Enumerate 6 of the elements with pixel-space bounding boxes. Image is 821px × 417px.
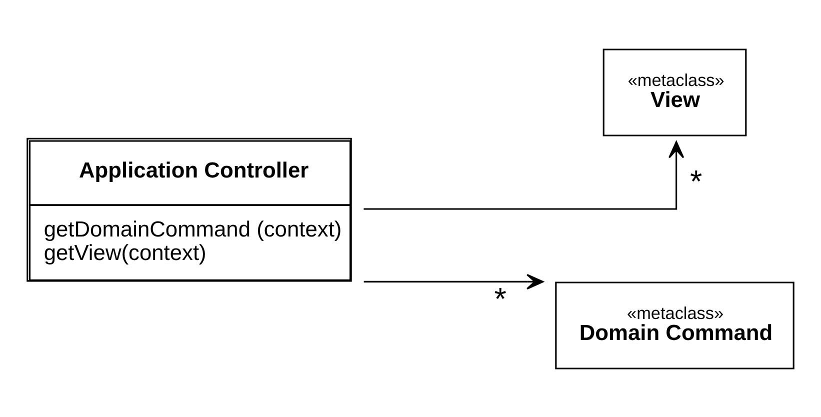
edge-label: * <box>494 280 506 316</box>
node-box: «metaclass» Domain Command <box>555 281 794 369</box>
arrow <box>364 140 684 210</box>
edge-label: * <box>690 164 702 199</box>
arrow <box>364 273 544 290</box>
node-box: «metaclass» View <box>602 48 747 136</box>
